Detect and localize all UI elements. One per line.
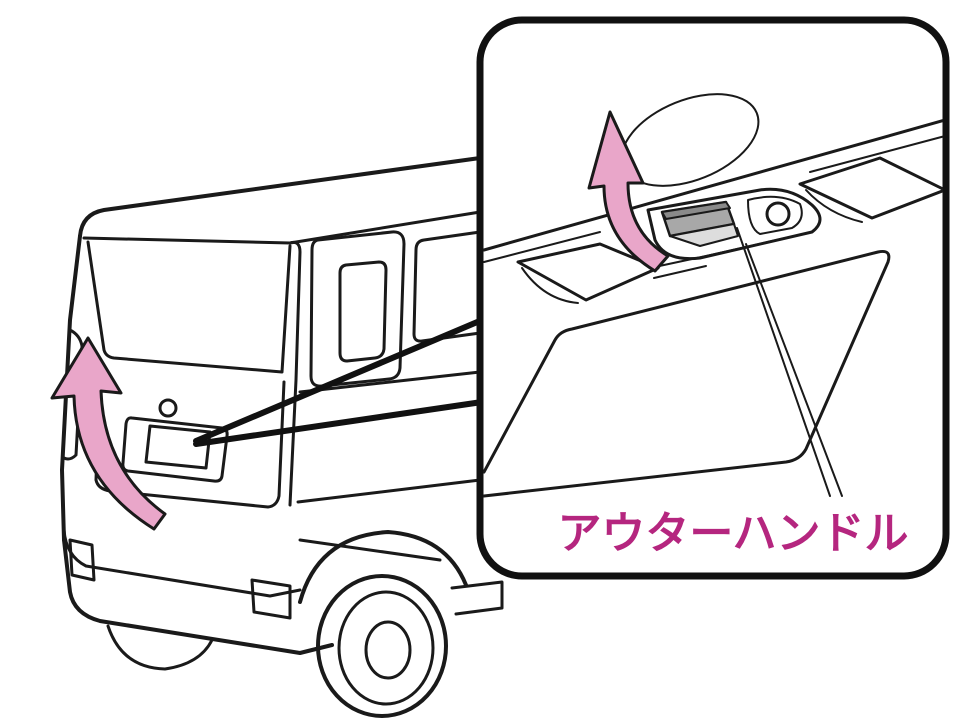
label-leader-line-a bbox=[736, 227, 831, 497]
car-wheel-arch bbox=[298, 530, 468, 604]
callout-box bbox=[476, 16, 950, 580]
callout-switch-button bbox=[765, 201, 791, 227]
car-license-recess bbox=[121, 416, 229, 483]
car-reflector-left bbox=[68, 538, 96, 582]
callout-left-recess-shadow bbox=[521, 267, 579, 304]
curved-up-arrow-icon bbox=[587, 110, 670, 273]
car-roof-edge bbox=[78, 156, 482, 238]
car-side-panel-line bbox=[298, 538, 442, 562]
car-side-window-glass bbox=[338, 260, 388, 363]
car-license-plate bbox=[144, 424, 212, 470]
car-side-window-frame bbox=[309, 230, 406, 388]
callout-handle-lower-edge bbox=[649, 231, 813, 269]
car-rear-window bbox=[86, 240, 292, 374]
car-bumper-top bbox=[62, 528, 302, 598]
car-back-door-panel bbox=[94, 360, 286, 509]
callout-tailgate-top-edge bbox=[483, 118, 943, 252]
callout-right-recess-shadow bbox=[805, 189, 863, 223]
callout-right-recess bbox=[798, 156, 943, 220]
outer-handle-tab bbox=[669, 223, 739, 247]
callout-handle-housing bbox=[646, 187, 822, 261]
car-rear-wheel-tire bbox=[316, 574, 448, 718]
car-roof-inner-edge bbox=[82, 210, 482, 245]
car-side-window-rear bbox=[412, 230, 482, 343]
callout-tailgate-second-edge bbox=[483, 231, 601, 263]
car-bumper-bottom bbox=[62, 538, 334, 655]
car-rear-tire-left bbox=[106, 624, 214, 671]
outer-handle-label: アウターハンドル bbox=[557, 508, 908, 559]
leader-line-upper bbox=[193, 317, 485, 444]
outer-handle bbox=[660, 200, 739, 247]
car-illustration bbox=[50, 156, 504, 718]
car-rear-pillar bbox=[288, 240, 302, 507]
car-license-lamp bbox=[158, 398, 178, 418]
label-leader-line-b bbox=[745, 243, 843, 497]
car-rear-wheel-rim bbox=[337, 590, 435, 706]
curved-up-arrow-icon bbox=[50, 336, 167, 531]
car-side-skirt bbox=[450, 580, 504, 616]
callout-leader-wedge bbox=[193, 317, 485, 447]
callout-detail bbox=[483, 93, 943, 498]
car-side-belt-line bbox=[298, 370, 482, 394]
callout-license-area bbox=[483, 250, 891, 498]
callout-tailgate-third-edge bbox=[809, 135, 943, 173]
callout-handle-base bbox=[653, 265, 707, 279]
car-side-lower-line bbox=[296, 478, 482, 504]
leader-line-lower bbox=[193, 399, 485, 447]
outer-handle-top bbox=[661, 201, 731, 220]
car-rear-wheel-hub bbox=[364, 620, 412, 680]
callout-switch-bezel bbox=[747, 195, 803, 235]
car-reflector-right bbox=[250, 578, 292, 620]
